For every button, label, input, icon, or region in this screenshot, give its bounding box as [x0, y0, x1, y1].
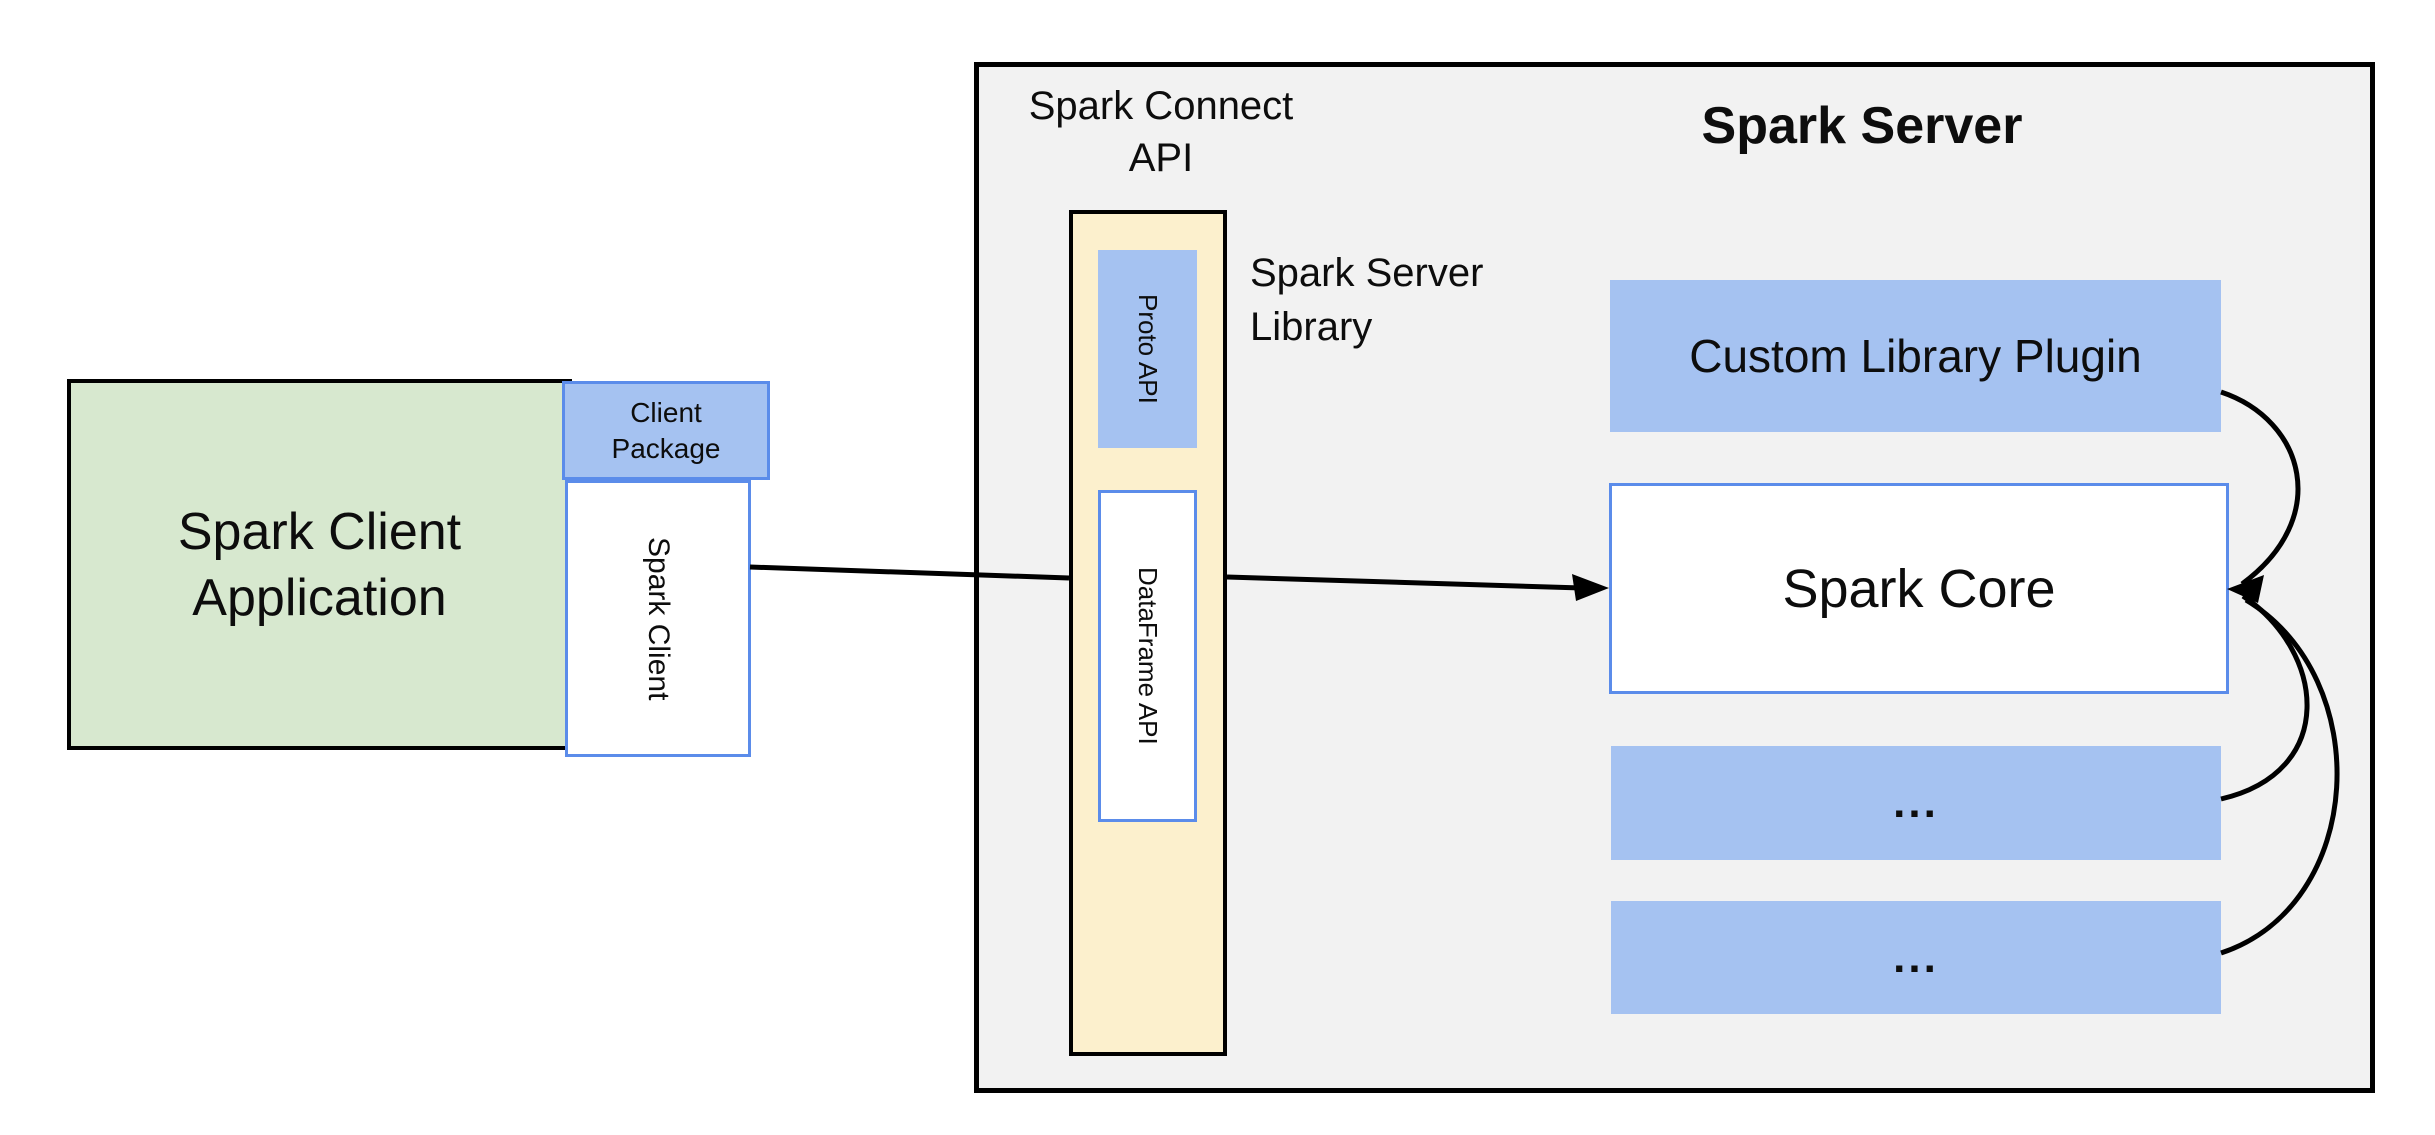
- proto-api-box: Proto API: [1098, 250, 1197, 448]
- dataframe-api-label: DataFrame API: [1133, 567, 1163, 745]
- spark-client-application-label-line2: Application: [192, 568, 447, 627]
- spark-server-library-label-line1: Spark Server: [1250, 251, 1484, 295]
- placeholder-box-1-label: ...: [1893, 778, 1939, 827]
- spark-server-library-label: Spark Server Library: [1250, 246, 1570, 354]
- placeholder-box-2-label: ...: [1893, 932, 1939, 982]
- spark-server-library-label-line2: Library: [1250, 305, 1373, 349]
- spark-server-title: Spark Server: [1701, 97, 2023, 155]
- spark-client-application-label: Spark Client Application: [178, 499, 461, 631]
- spark-client-application-label-line1: Spark Client: [177, 502, 462, 561]
- client-package-label-line2: Package: [611, 432, 721, 464]
- proto-api-label: Proto API: [1133, 294, 1163, 404]
- spark-connect-api-label-line2: API: [1128, 136, 1194, 180]
- custom-library-plugin-label: Custom Library Plugin: [1689, 330, 2142, 382]
- client-package-label-line1: Client: [630, 396, 702, 428]
- placeholder-box-2: ...: [1611, 901, 2221, 1014]
- spark-core-label: Spark Core: [1782, 558, 2056, 619]
- spark-client-label: Spark Client: [642, 536, 675, 701]
- custom-library-plugin-box: Custom Library Plugin: [1610, 280, 2221, 432]
- client-package-label: Client Package: [612, 395, 721, 467]
- client-package-box: Client Package: [562, 381, 770, 480]
- spark-connect-api-label-line1: Spark Connect: [1028, 84, 1294, 128]
- spark-client-box: Spark Client: [565, 480, 751, 757]
- dataframe-api-box: DataFrame API: [1098, 490, 1197, 822]
- spark-core-box: Spark Core: [1609, 483, 2229, 694]
- placeholder-box-1: ...: [1611, 746, 2221, 860]
- spark-client-application-box: Spark Client Application: [67, 379, 572, 750]
- spark-connect-api-label: Spark Connect API: [1000, 80, 1322, 184]
